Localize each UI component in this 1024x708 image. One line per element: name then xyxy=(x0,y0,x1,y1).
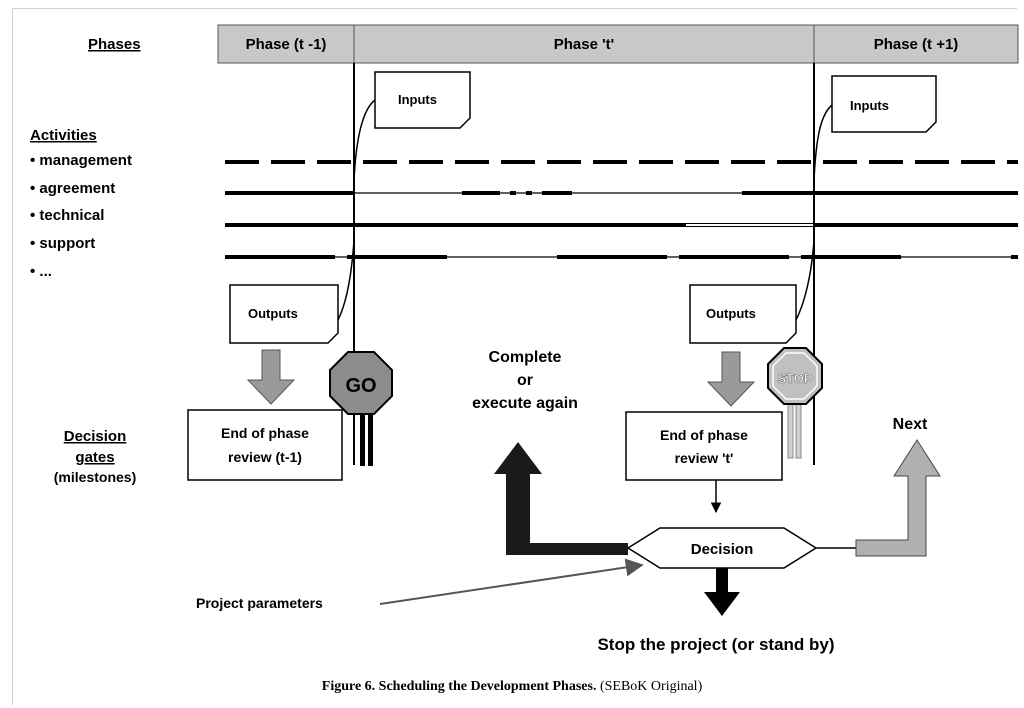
figure-frame xyxy=(12,8,1017,705)
inputs-label-curr: Inputs xyxy=(398,92,437,107)
gray-down-arrow-curr xyxy=(706,351,756,407)
go-sign: GO xyxy=(329,351,393,466)
review-prev-line1: End of phase xyxy=(221,425,309,441)
outputs-box-prev: Outputs xyxy=(229,284,339,344)
activity-technical: • technical xyxy=(30,207,104,224)
phase-next-label: Phase (t +1) xyxy=(874,36,959,53)
complete-line3: execute again xyxy=(472,395,578,412)
inputs-box-curr: Inputs xyxy=(374,71,471,129)
project-parameters-label: Project parameters xyxy=(196,595,323,611)
input-connector-next xyxy=(813,104,833,181)
caption-source: (SEBoK Original) xyxy=(596,679,703,694)
project-parameters-arrow xyxy=(379,558,644,605)
output-connector-curr xyxy=(795,239,815,321)
decision-label: Decision xyxy=(691,541,754,558)
activities-heading: Activities xyxy=(30,127,97,144)
stop-project-label: Stop the project (or stand by) xyxy=(597,635,834,654)
stop-project-arrow xyxy=(704,568,740,616)
review-prev-line2: review (t-1) xyxy=(228,449,302,465)
input-connector-curr xyxy=(353,99,376,181)
outputs-box-curr: Outputs xyxy=(689,284,797,344)
phase-curr-label: Phase 't' xyxy=(554,36,615,53)
phase-curr-cell xyxy=(353,24,815,64)
complete-arrow xyxy=(494,442,628,555)
output-connector-prev xyxy=(337,239,355,321)
caption-bold: Figure 6. Scheduling the Development Pha… xyxy=(321,679,597,694)
phase-prev-label: Phase (t -1) xyxy=(246,36,327,53)
activities-list: Activities • management • agreement • te… xyxy=(30,127,132,280)
complete-line1: Complete xyxy=(489,349,562,366)
next-arrow-body xyxy=(855,439,941,557)
complete-line2: or xyxy=(517,372,533,389)
review-box-curr: End of phase review 't' xyxy=(625,411,783,481)
next-label: Next xyxy=(893,416,928,433)
phase-next-cell xyxy=(813,24,1019,64)
stop-sign: STOP xyxy=(767,347,823,459)
inputs-box-next: Inputs xyxy=(831,75,937,133)
phase-header: Phase (t -1) Phase 't' Phase (t +1) xyxy=(217,24,1019,64)
go-label: GO xyxy=(345,375,376,397)
decision-gates-line2: gates xyxy=(75,449,114,466)
activity-lines xyxy=(225,160,1018,259)
decision-node: Decision xyxy=(626,527,818,569)
outputs-label-curr: Outputs xyxy=(706,306,756,321)
activity-support: • support xyxy=(30,235,95,252)
decision-gates-heading: Decision gates (milestones) xyxy=(54,428,136,485)
inputs-label-next: Inputs xyxy=(850,98,889,113)
decision-gates-line3: (milestones) xyxy=(54,469,136,485)
review-curr-line1: End of phase xyxy=(660,427,748,443)
review-curr-line2: review 't' xyxy=(675,450,734,466)
review-box-prev: End of phase review (t-1) xyxy=(187,409,343,481)
phases-heading: Phases xyxy=(88,36,141,53)
activity-management: • management xyxy=(30,152,132,169)
activity-agreement: • agreement xyxy=(30,180,115,197)
stop-label: STOP xyxy=(777,371,812,386)
gray-down-arrow-prev xyxy=(246,349,296,405)
decision-gates-line1: Decision xyxy=(64,428,127,445)
phase-prev-cell xyxy=(217,24,355,64)
figure-caption: Figure 6. Scheduling the Development Pha… xyxy=(0,679,1024,695)
activity-more: • ... xyxy=(30,263,52,280)
outputs-label-prev: Outputs xyxy=(248,306,298,321)
